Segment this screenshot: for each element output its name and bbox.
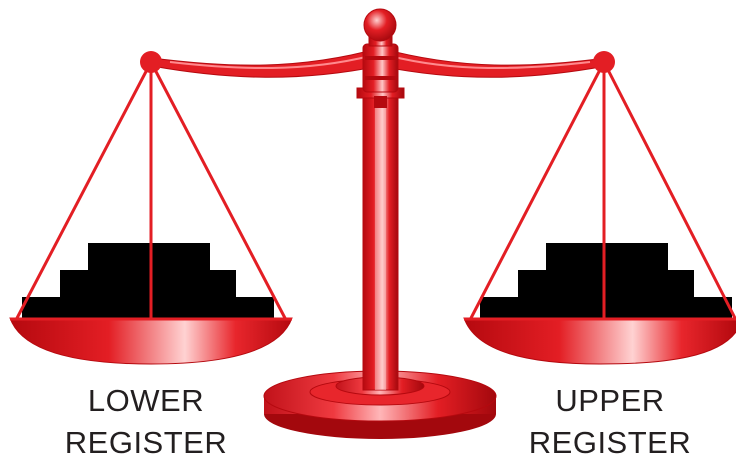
lower-register-label: LOWER REGISTER xyxy=(46,380,246,464)
upper-register-label-line1: UPPER xyxy=(555,383,665,418)
scale-pole xyxy=(356,87,405,391)
lower-register-label-line2: REGISTER xyxy=(64,425,228,460)
left-beam-joint xyxy=(140,51,162,73)
left-pan-strings xyxy=(14,61,288,321)
upper-register-label: UPPER REGISTER xyxy=(510,380,710,464)
upper-register-label-line2: REGISTER xyxy=(528,425,692,460)
scale-finial xyxy=(362,8,399,93)
scale-base xyxy=(263,370,497,439)
left-pan xyxy=(9,317,293,365)
left-pan-assembly xyxy=(9,51,293,365)
right-beam-joint xyxy=(593,51,615,73)
left-weights xyxy=(22,243,274,319)
right-pan-assembly xyxy=(463,51,736,365)
right-weights xyxy=(480,243,732,319)
right-pan-strings xyxy=(468,61,736,321)
lower-register-label-line1: LOWER xyxy=(87,383,205,418)
right-pan xyxy=(463,317,736,365)
